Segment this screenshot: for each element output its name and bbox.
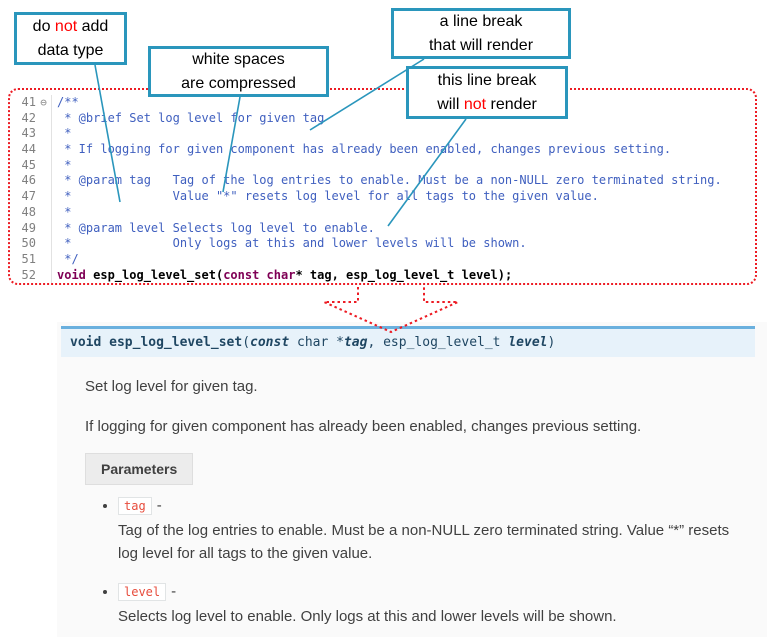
callout-white-spaces-compressed: white spaces are compressed — [148, 46, 329, 97]
parameter-separator: - — [156, 497, 162, 514]
line-number: 44 — [21, 142, 36, 157]
line-number: 50 — [21, 236, 36, 251]
callout-line-break-not-render: this line break will not render — [406, 66, 568, 119]
code-text: * If logging for given component has alr… — [51, 142, 671, 158]
parameter-name-row: tag- — [118, 497, 751, 515]
fold-spacer — [36, 268, 51, 283]
code-text: * — [51, 157, 71, 174]
code-line: 44 * If logging for given component has … — [10, 142, 755, 158]
line-number: 52 — [21, 267, 36, 282]
doc-brief-paragraph: Set log level for given tag. — [85, 378, 258, 395]
code-text: */ — [51, 251, 79, 268]
callout-text-line: a line break — [439, 12, 523, 30]
fold-spacer — [36, 111, 51, 127]
callout-text-line: are compressed — [181, 74, 296, 92]
callout-do-not-add-data-type: do not add data type — [14, 12, 127, 65]
callout-text-line: do not add — [32, 17, 109, 35]
callout-text-line: data type — [37, 41, 104, 59]
line-number: 49 — [21, 220, 36, 235]
code-text: void esp_log_level_set(const char* tag, … — [51, 267, 512, 283]
parameter-name-row: level- — [118, 583, 751, 601]
parameter-name-chip: tag — [118, 497, 152, 515]
fold-spacer — [36, 142, 51, 158]
line-number: 41 — [21, 95, 36, 109]
line-number: 46 — [21, 173, 36, 188]
code-text: * Only logs at this and lower levels wil… — [51, 236, 527, 252]
code-text: * @param tag Tag of the log entries to e… — [51, 173, 722, 190]
parameter-item: level- Selects log level to enable. Only … — [118, 583, 751, 628]
code-text: * — [51, 126, 71, 143]
code-line: 42 * @brief Set log level for given tag — [10, 110, 755, 127]
code-line: 50 * Only logs at this and lower levels … — [10, 236, 755, 252]
fold-collapse-icon[interactable]: ⊖ — [40, 96, 47, 109]
fold-spacer — [36, 189, 51, 205]
fold-spacer — [36, 221, 51, 237]
parameter-list: tag-Tag of the log entries to enable. Mu… — [85, 497, 751, 628]
line-number: 43 — [21, 126, 36, 141]
parameters-heading: Parameters — [85, 453, 194, 485]
fold-spacer — [36, 205, 51, 221]
code-line: 43 * — [10, 126, 755, 143]
code-line: 45 * — [10, 157, 755, 174]
callout-text-line: white spaces — [192, 50, 285, 68]
function-signature: void esp_log_level_set(const char *tag, … — [61, 326, 755, 357]
callout-text-line: that will render — [428, 36, 534, 54]
code-text: /** — [51, 95, 79, 111]
code-editor-snippet: 41⊖/**42 * @brief Set log level for give… — [8, 88, 757, 285]
callout-line-break-renders: a line break that will render — [391, 8, 571, 59]
doc-body: Set log level for given tag. If logging … — [57, 376, 767, 628]
parameter-description: Selects log level to enable. Only logs a… — [118, 608, 617, 625]
code-text: * Value "*" resets log level for all tag… — [51, 189, 599, 205]
line-number: 45 — [21, 157, 36, 172]
fold-spacer — [36, 236, 51, 252]
fold-spacer — [36, 252, 51, 268]
callout-text-line: this line break — [437, 71, 537, 89]
code-lines: 41⊖/**42 * @brief Set log level for give… — [10, 95, 755, 283]
line-number: 51 — [21, 251, 36, 266]
fold-spacer — [36, 158, 51, 174]
fold-spacer — [36, 173, 51, 189]
code-text: * @param level Selects log level to enab… — [51, 220, 375, 237]
parameter-item: tag- Tag of the log entries to enable. Mu… — [118, 497, 751, 565]
line-number: 47 — [21, 189, 36, 204]
line-number: 42 — [21, 110, 36, 125]
code-line: 49 * @param level Selects log level to e… — [10, 220, 755, 237]
code-line: 48 * — [10, 204, 755, 221]
doc-detail-paragraph: If logging for given component has alrea… — [85, 418, 642, 435]
code-line: 52 void esp_log_level_set(const char* tag… — [10, 267, 755, 283]
rendered-documentation: void esp_log_level_set(const char *tag, … — [57, 322, 767, 637]
code-text: * @brief Set log level for given tag — [51, 110, 324, 127]
code-text: * — [51, 204, 71, 221]
parameter-name-chip: level — [118, 583, 167, 601]
code-line: 47 * Value "*" resets log level for all … — [10, 189, 755, 205]
code-line: 51 */ — [10, 251, 755, 268]
fold-spacer — [36, 126, 51, 142]
callout-text-line: will not render — [437, 95, 537, 113]
parameter-description: Tag of the log entries to enable. Must b… — [118, 522, 730, 562]
line-number: 48 — [21, 204, 36, 219]
parameter-separator: - — [171, 583, 177, 600]
code-line: 41 ⊖ /** — [10, 95, 755, 111]
code-line: 46 * @param tag Tag of the log entries t… — [10, 173, 755, 190]
